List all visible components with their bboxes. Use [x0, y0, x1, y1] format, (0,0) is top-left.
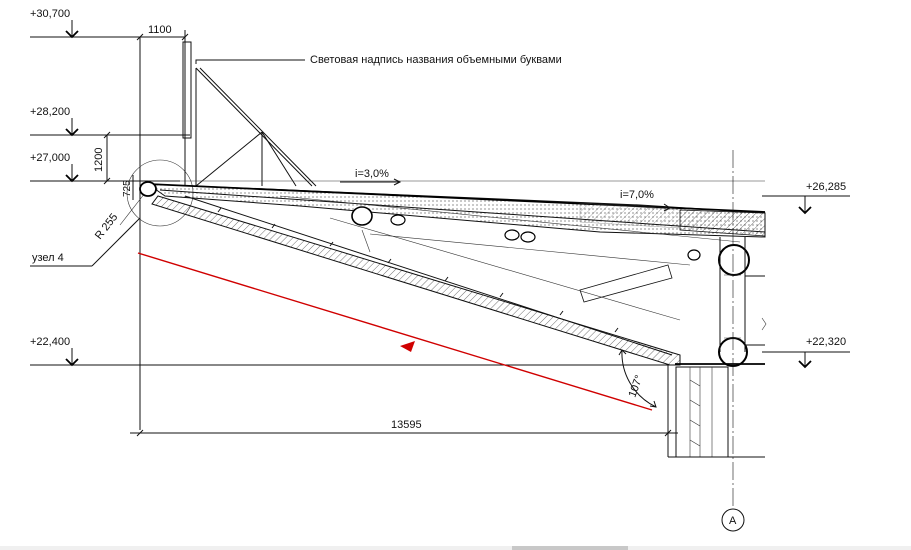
sign-note: Световая надпись названия объемными букв…: [310, 54, 562, 66]
internal-frame: [279, 195, 741, 321]
dimension-13595: 13595: [130, 365, 678, 440]
elevation-label-27000: +27,000: [30, 152, 70, 164]
right-column: [667, 237, 767, 458]
slope-marker-3: i=3,0%: [340, 168, 402, 186]
elevation-label-26285: +26,285: [806, 181, 846, 193]
elevation-label-22320: +22,320: [806, 336, 846, 348]
slope-label-7: i=7,0%: [620, 189, 654, 201]
dimension-label-1100: 1100: [148, 24, 172, 36]
sign-support-truss: Световая надпись названия объемными букв…: [182, 41, 562, 187]
elevation-mark-27000: +27,000: [30, 152, 180, 183]
angle-label: 107°: [627, 374, 646, 399]
node-4-label: узел 4: [32, 252, 64, 264]
elevation-label-28200: +28,200: [30, 106, 70, 118]
dimension-1200: 1200: [93, 131, 111, 185]
slope-marker-7: i=7,0%: [609, 189, 671, 212]
dimension-1100: 1100: [136, 24, 189, 430]
elevation-mark-22320: +22,320: [762, 336, 850, 369]
elevation-mark-28200: +28,200: [30, 106, 190, 137]
dimension-label-1200: 1200: [93, 148, 105, 172]
elevation-mark-22400: +22,400: [30, 336, 670, 367]
horizontal-scrollbar-track[interactable]: [0, 546, 911, 550]
dimension-label-13595: 13595: [391, 419, 422, 431]
axis-label: А: [729, 515, 737, 527]
red-direction-arrow: [137, 252, 653, 411]
slope-label-3: i=3,0%: [355, 168, 389, 180]
elevation-label-22400: +22,400: [30, 336, 70, 348]
elevation-label-30700: +30,700: [30, 8, 70, 20]
node-4-detail-circle: R 255: [93, 159, 194, 242]
elevation-mark-30700: +30,700: [30, 8, 150, 39]
radius-label: R 255: [93, 211, 121, 242]
roof-edge-bead: [139, 181, 157, 197]
pipes: [351, 206, 750, 367]
inclined-soffit: [151, 195, 681, 366]
axis-a: А: [721, 150, 745, 532]
elevation-mark-26285: +26,285: [762, 181, 850, 215]
horizontal-scrollbar-thumb[interactable]: [512, 546, 628, 550]
node-4-callout: узел 4: [30, 217, 141, 267]
